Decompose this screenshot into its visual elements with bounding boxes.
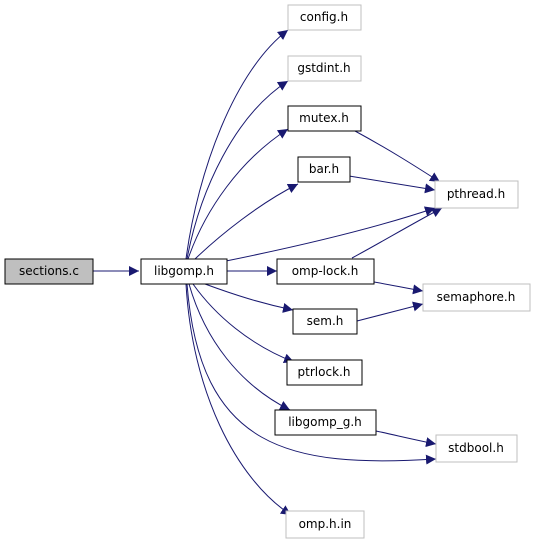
edge-omplock-to-semaphore	[373, 281, 424, 295]
node-gstdint[interactable]: gstdint.h	[287, 55, 362, 82]
node-libgomp[interactable]: libgomp.h	[140, 258, 228, 285]
edge-libgomp-to-libgomp_g	[188, 283, 291, 411]
node-sem-label: sem.h	[307, 314, 344, 328]
node-omplock-label: omp-lock.h	[292, 264, 359, 278]
node-libgomp_g-label: libgomp_g.h	[288, 415, 362, 429]
edge-libgomp-to-pthread	[225, 206, 436, 262]
node-pthread[interactable]: pthread.h	[434, 180, 519, 209]
edge-libgomp-to-omph	[185, 283, 292, 516]
node-pthread-label: pthread.h	[447, 187, 505, 201]
node-semaphore[interactable]: semaphore.h	[422, 283, 531, 312]
node-bar-label: bar.h	[309, 162, 339, 176]
node-mutex-label: mutex.h	[299, 111, 349, 125]
edge-libgomp-to-bar	[194, 183, 299, 260]
node-semaphore-label: semaphore.h	[437, 290, 516, 304]
edge-libgomp-to-gstdint	[186, 80, 289, 260]
node-libgomp-label: libgomp.h	[154, 264, 214, 278]
node-ptrlock-label: ptrlock.h	[298, 365, 351, 379]
node-config[interactable]: config.h	[287, 4, 362, 31]
node-sem[interactable]: sem.h	[292, 308, 358, 335]
edge-libgomp-to-ptrlock	[192, 283, 295, 364]
edge-sem-to-semaphore	[356, 301, 424, 322]
edge-omplock-to-pthread	[351, 207, 443, 259]
edge-libgomp-to-sem	[204, 283, 294, 313]
edge-libgomp-to-stdbool	[186, 283, 437, 465]
node-mutex[interactable]: mutex.h	[287, 105, 362, 132]
edge-mutex-to-pthread	[354, 130, 441, 183]
node-libgomp_g[interactable]: libgomp_g.h	[274, 409, 377, 436]
node-gstdint-label: gstdint.h	[297, 61, 350, 75]
edge-libgomp-to-config	[185, 29, 289, 260]
node-sections-label: sections.c	[19, 264, 79, 278]
node-ptrlock[interactable]: ptrlock.h	[286, 359, 363, 386]
node-sections[interactable]: sections.c	[4, 258, 94, 285]
edge-bar-to-pthread	[348, 175, 436, 194]
node-config-label: config.h	[300, 10, 348, 24]
node-stdbool[interactable]: stdbool.h	[435, 434, 518, 463]
node-omph-label: omp.h.in	[299, 517, 352, 531]
node-omplock[interactable]: omp-lock.h	[276, 258, 375, 285]
node-omph[interactable]: omp.h.in	[285, 510, 365, 539]
node-bar[interactable]: bar.h	[297, 156, 351, 183]
node-stdbool-label: stdbool.h	[448, 441, 504, 455]
edge-libgomp-to-mutex	[187, 128, 289, 260]
edge-libgomp_g-to-stdbool	[375, 430, 437, 448]
